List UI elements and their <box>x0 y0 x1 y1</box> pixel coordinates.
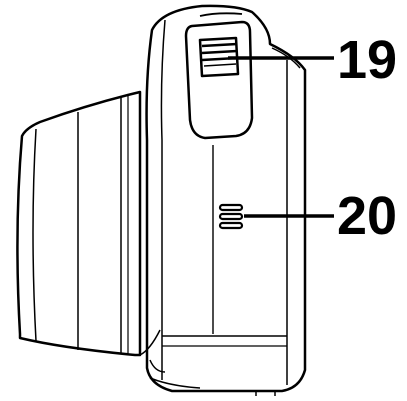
callout-20: 20 <box>337 186 397 246</box>
leader-lines <box>228 56 334 218</box>
speaker-grille <box>218 203 244 230</box>
lens-barrel <box>16 90 142 357</box>
callout-19: 19 <box>337 30 397 90</box>
